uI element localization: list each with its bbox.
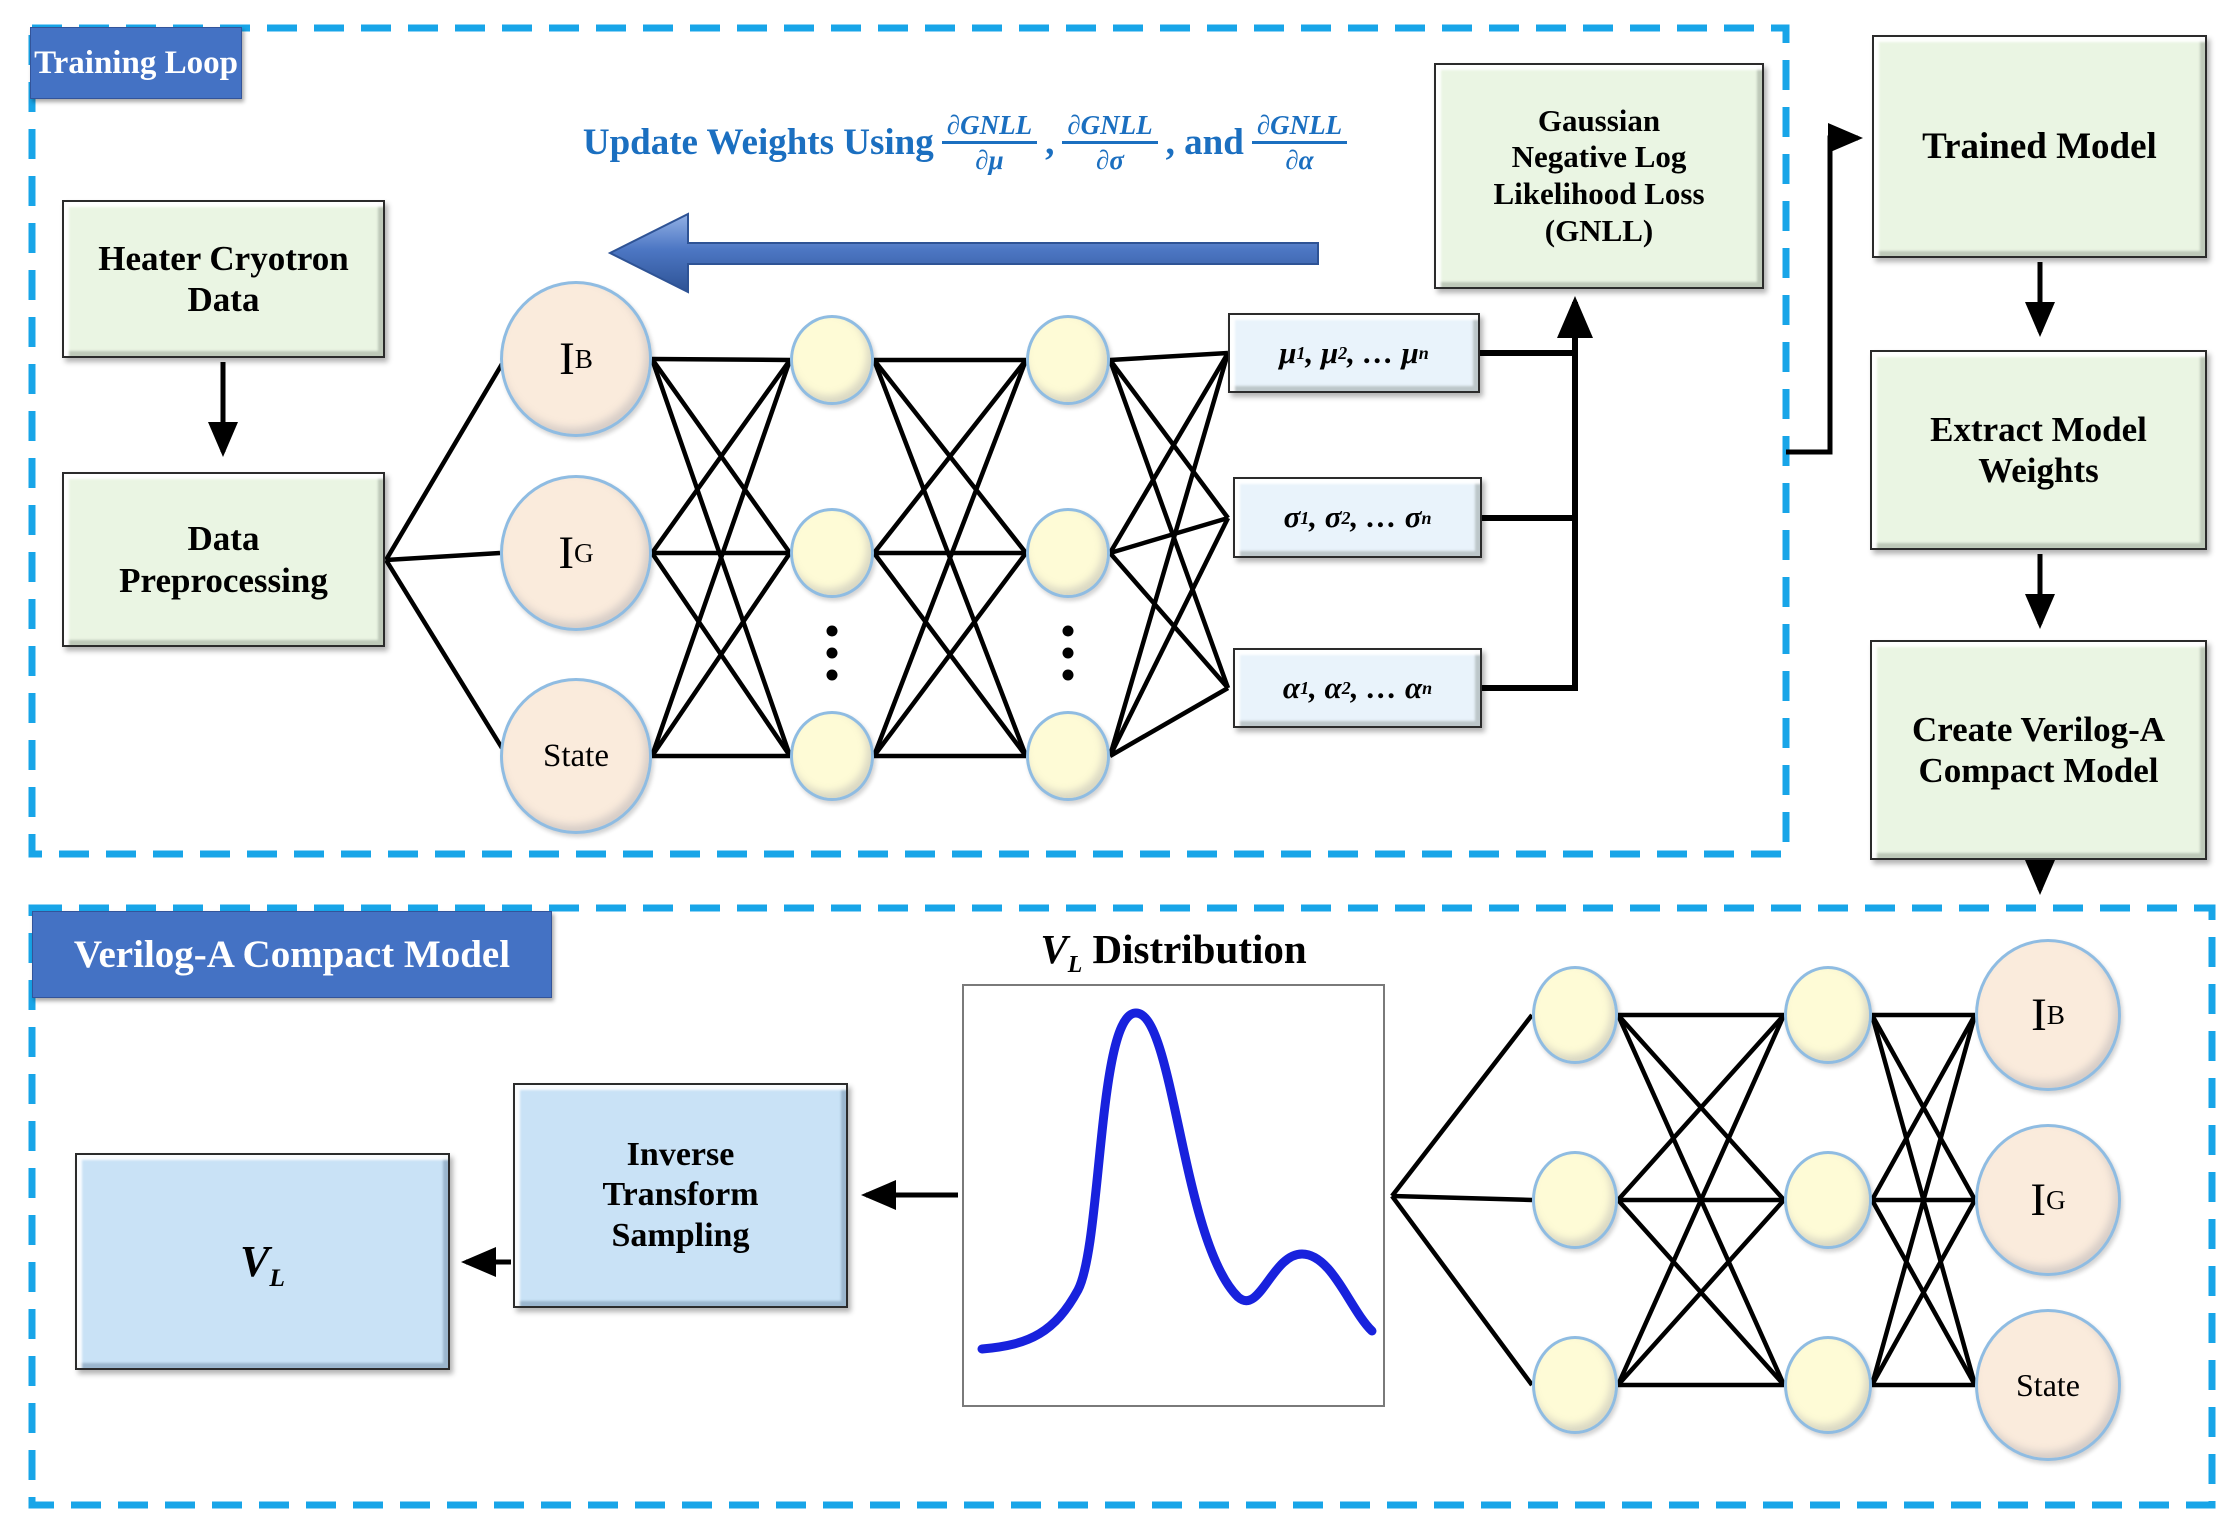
data-preprocessing-box: Data Preprocessing (62, 472, 385, 647)
top-network-output-lines (1107, 350, 1231, 758)
gnll-loss-box: Gaussian Negative Log Likelihood Loss (G… (1434, 63, 1764, 289)
training-loop-title: Training Loop (30, 27, 242, 99)
extract-model-weights-box: Extract Model Weights (1870, 350, 2207, 550)
hidden-node (1784, 1336, 1872, 1434)
output-to-gnll-connector (1480, 296, 1593, 691)
verilog-a-compact-model-title: Verilog-A Compact Model (32, 911, 552, 998)
trained-model-box: Trained Model (1872, 35, 2207, 258)
hidden-node (790, 711, 874, 801)
hidden-node (1026, 508, 1110, 598)
update-weights-formula: Update Weights Using ∂GNLL ∂μ , ∂GNLL ∂σ… (545, 90, 1385, 195)
hidden-node (1532, 966, 1618, 1064)
bottom-network-lines (1390, 1012, 1978, 1388)
hidden-node (1026, 315, 1110, 405)
inverse-transform-sampling-box: Inverse Transform Sampling (513, 1083, 848, 1308)
training-loop-frame (28, 24, 1790, 858)
ellipsis-dots (826, 625, 1074, 681)
hidden-node (1026, 711, 1110, 801)
hidden-node (790, 508, 874, 598)
vl-distribution-curve (977, 1008, 1377, 1354)
top-network-layer1-lines (649, 356, 793, 759)
vl-distribution-title: VL Distribution (1040, 926, 1307, 979)
preprocess-to-input-lines (384, 362, 504, 750)
dGNLL-dmu-fraction: ∂GNLL ∂μ (941, 110, 1038, 175)
compact-model-frame (28, 904, 2216, 1509)
hidden-node (790, 315, 874, 405)
top-network-layer2-lines (871, 357, 1029, 759)
hidden-node (1784, 966, 1872, 1064)
input-node-state: State (500, 678, 652, 834)
hidden-node (1784, 1151, 1872, 1249)
dGNLL-dalpha-fraction: ∂GNLL ∂α (1251, 110, 1348, 175)
create-verilog-a-box: Create Verilog-A Compact Model (1870, 640, 2207, 860)
compact-input-node-state: State (1975, 1309, 2121, 1461)
hidden-node (1532, 1151, 1618, 1249)
update-weights-arrow-icon (607, 212, 1319, 294)
heater-cryotron-data-box: Heater Cryotron Data (62, 200, 385, 358)
hidden-node (1532, 1336, 1618, 1434)
dGNLL-dsigma-fraction: ∂GNLL ∂σ (1062, 110, 1158, 175)
flow-arrows (208, 123, 2055, 1277)
vl-output-box: VL (75, 1153, 450, 1370)
vl-distribution-panel (962, 984, 1385, 1407)
loop-to-trained-arrow (1786, 123, 1863, 455)
